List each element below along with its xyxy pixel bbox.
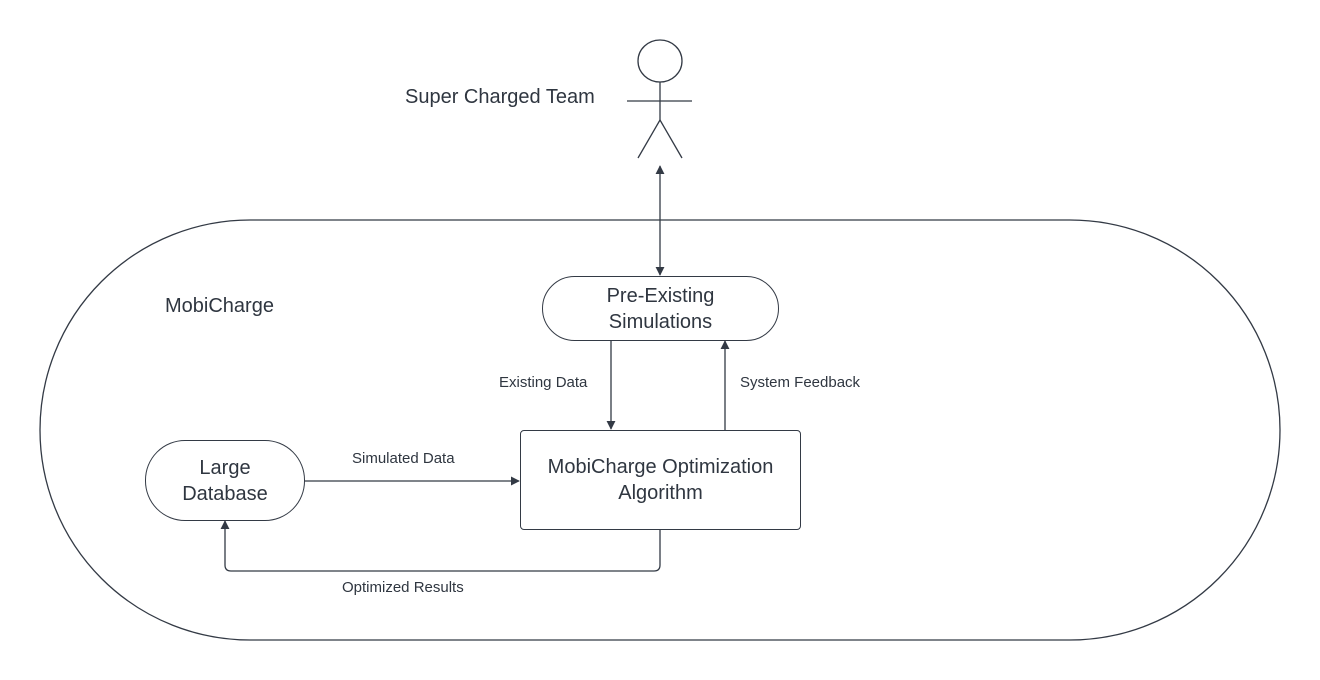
actor-right-leg	[659, 119, 683, 159]
edge-label-optimized-results: Optimized Results	[342, 579, 464, 596]
system-label: MobiCharge	[165, 295, 274, 317]
node-algorithm-label: MobiCharge Optimization Algorithm	[547, 456, 774, 504]
actor-left-leg	[637, 119, 661, 159]
edge-label-simulated-data: Simulated Data	[352, 450, 455, 467]
node-simulations-label: Pre-Existing Simulations	[606, 284, 715, 333]
actor-head	[637, 39, 683, 83]
edge-label-existing-data: Existing Data	[499, 374, 588, 391]
edge-label-system-feedback: System Feedback	[740, 374, 861, 391]
node-large-database[interactable]: Large Database	[145, 440, 305, 521]
actor-label: Super Charged Team	[405, 86, 595, 108]
actor-figure	[627, 39, 692, 159]
edge-optimized-results	[220, 520, 661, 572]
node-optimization-algorithm[interactable]: MobiCharge Optimization Algorithm	[520, 430, 801, 530]
node-database-label: Large Database	[182, 456, 268, 505]
node-pre-existing-simulations[interactable]: Pre-Existing Simulations	[542, 276, 779, 341]
